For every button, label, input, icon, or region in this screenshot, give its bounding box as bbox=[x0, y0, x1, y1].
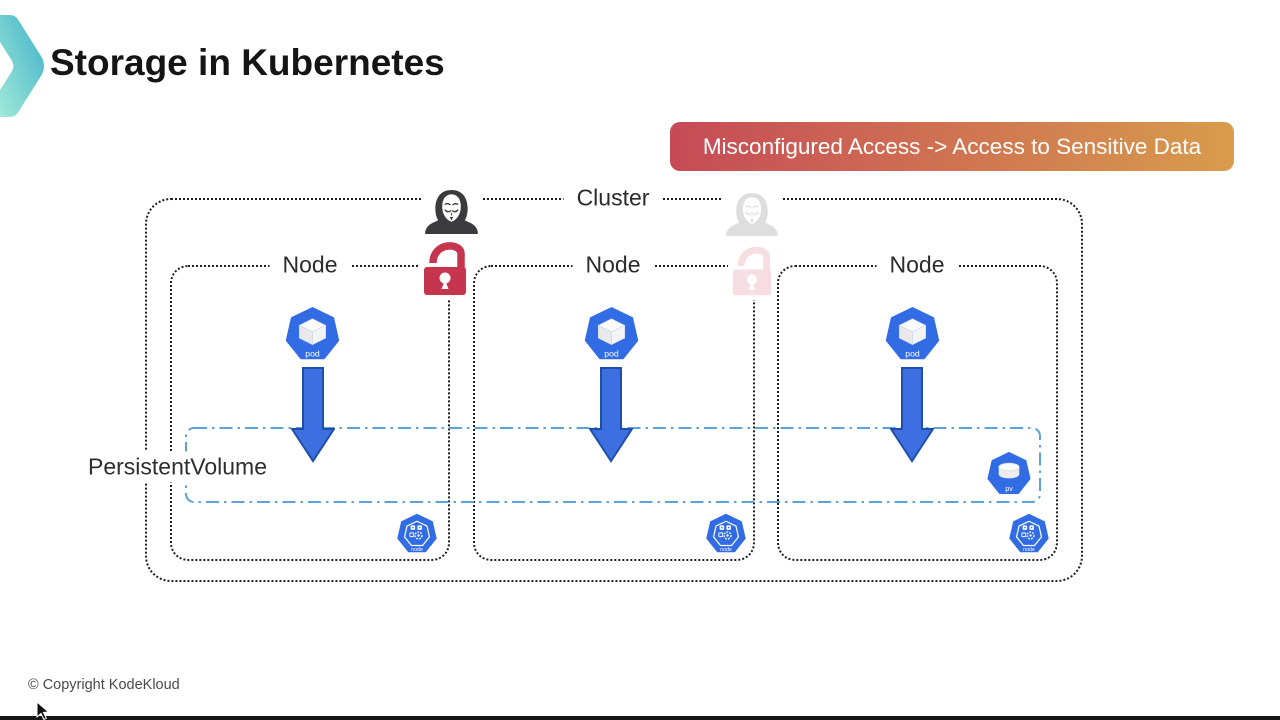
persistent-volume-label: PersistentVolume bbox=[88, 451, 273, 483]
node-label-2: Node bbox=[572, 251, 654, 279]
bottom-bar bbox=[0, 716, 1280, 720]
mouse-cursor bbox=[36, 701, 50, 720]
node-label-3: Node bbox=[876, 251, 958, 279]
pod-icon-1 bbox=[284, 306, 341, 363]
pod-icon-3 bbox=[884, 306, 941, 363]
misconfig-banner: Misconfigured Access -> Access to Sensit… bbox=[670, 122, 1234, 171]
node-icon-2 bbox=[705, 513, 747, 555]
flow-arrow-3 bbox=[890, 367, 934, 463]
node-icon-1 bbox=[396, 513, 438, 555]
flow-arrow-2 bbox=[589, 367, 633, 463]
pod-icon-2 bbox=[583, 306, 640, 363]
flow-arrow-1 bbox=[291, 367, 335, 463]
lock-icon-faded bbox=[731, 242, 773, 297]
node-label-1: Node bbox=[269, 251, 351, 279]
hacker-icon bbox=[424, 189, 479, 234]
hacker-icon-faded bbox=[725, 192, 779, 236]
cluster-label: Cluster bbox=[563, 184, 663, 212]
open-lock-icon bbox=[422, 237, 468, 297]
brand-logo bbox=[0, 15, 44, 117]
node-icon-3 bbox=[1008, 513, 1050, 555]
copyright-text: © Copyright KodeKloud bbox=[28, 677, 180, 693]
page-title: Storage in Kubernetes bbox=[50, 42, 445, 83]
pv-icon bbox=[986, 451, 1032, 497]
